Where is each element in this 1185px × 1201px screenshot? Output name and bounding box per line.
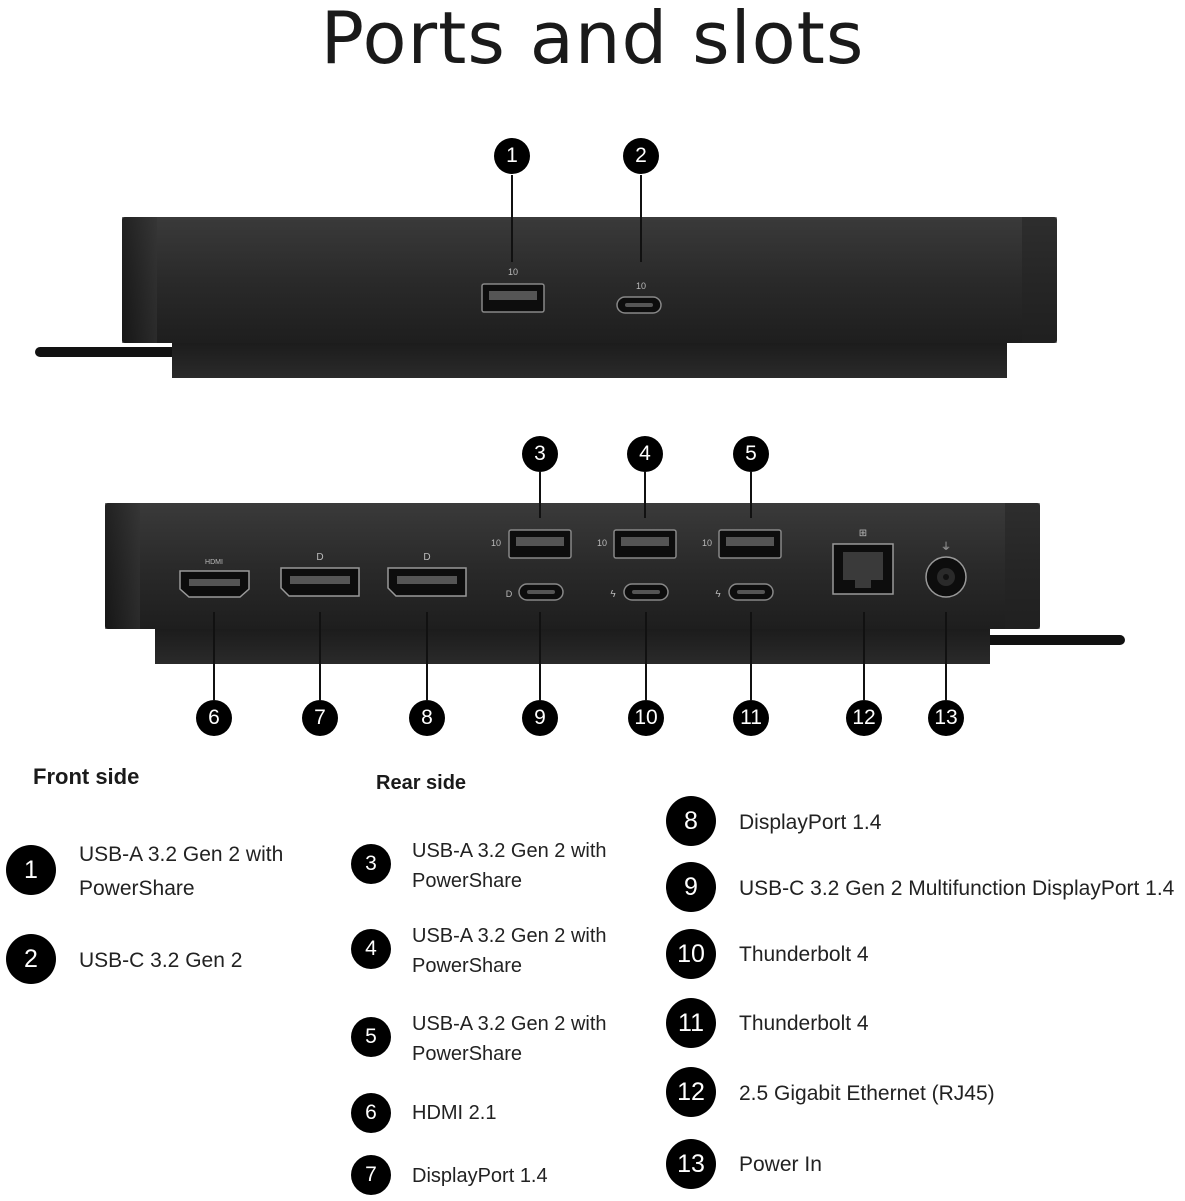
legend-badge-7: 7: [351, 1155, 391, 1195]
callout-13: 13: [928, 700, 964, 736]
legend-badge-2: 2: [6, 934, 56, 984]
rear-dock: HDMI D D 10 10: [105, 472, 1125, 700]
legend-item-10: Thunderbolt 4: [739, 943, 869, 966]
callout-9: 9: [522, 700, 558, 736]
rear-dock-base: [155, 624, 990, 664]
callout-4: 4: [627, 436, 663, 472]
legend-badge-10: 10: [666, 929, 716, 979]
legend-item-4: USB-A 3.2 Gen 2 with PowerShare: [412, 925, 607, 977]
legend-badge-11: 11: [666, 998, 716, 1048]
callout-5: 5: [733, 436, 769, 472]
front-usb-c-port: 10: [616, 281, 662, 314]
callout-1: 1: [494, 138, 530, 174]
legend-badge-4: 4: [351, 929, 391, 969]
rear-usb-a-port-3: 10: [491, 529, 572, 559]
usb-speed-label: 10: [508, 267, 518, 277]
front-usb-a-port: 10: [481, 267, 545, 313]
thunderbolt-icon: ϟ: [610, 589, 616, 600]
power-port: ⏚: [925, 541, 967, 598]
usb-speed-label: 10: [702, 538, 712, 548]
front-dock: 10 10: [35, 175, 1057, 378]
callout-11: 11: [733, 700, 769, 736]
power-plug-icon: ⏚: [941, 541, 951, 553]
legend-item-5: USB-A 3.2 Gen 2 with PowerShare: [412, 1013, 607, 1065]
displayport-port-7: D: [280, 552, 360, 597]
usb-speed-label: 10: [491, 538, 501, 548]
legend-item-11: Thunderbolt 4: [739, 1012, 869, 1035]
legend-item-6: HDMI 2.1: [412, 1102, 497, 1124]
legend-badge-6: 6: [351, 1093, 391, 1133]
front-section-title: Front side: [33, 764, 140, 789]
legend-badge-12: 12: [666, 1067, 716, 1117]
legend-badge-9: 9: [666, 862, 716, 912]
network-icon: ⊞: [859, 528, 867, 539]
rear-usb-a-port-4: 10: [597, 529, 677, 559]
callout-7: 7: [302, 700, 338, 736]
legend-item-1: USB-A 3.2 Gen 2 with PowerShare: [79, 843, 284, 900]
hdmi-port: HDMI: [179, 559, 250, 598]
callout-2: 2: [623, 138, 659, 174]
legend-badge-13: 13: [666, 1139, 716, 1189]
thunderbolt-port-11: ϟ: [715, 583, 774, 601]
dock-illustration: 10 10 HDMI: [35, 175, 1125, 700]
legend-item-7: DisplayPort 1.4: [412, 1165, 548, 1187]
displayport-port-8: D: [387, 552, 467, 597]
callout-6: 6: [196, 700, 232, 736]
callout-12: 12: [846, 700, 882, 736]
front-dock-base: [172, 338, 1007, 378]
ethernet-port: ⊞: [832, 528, 894, 595]
hdmi-label: HDMI: [205, 559, 223, 566]
legend-item-2: USB-C 3.2 Gen 2: [79, 949, 243, 972]
thunderbolt-port-10: ϟ: [610, 583, 669, 601]
thunderbolt-icon: ϟ: [715, 589, 721, 600]
callout-8: 8: [409, 700, 445, 736]
page-title: Ports and slots: [320, 0, 865, 80]
rear-dock-body: [105, 503, 1040, 629]
legend-item-13: Power In: [739, 1153, 822, 1176]
legend-badge-8: 8: [666, 796, 716, 846]
legend-item-8: DisplayPort 1.4: [739, 811, 882, 834]
rear-usb-c-dp-port-9: D: [506, 583, 564, 601]
callout-10: 10: [628, 700, 664, 736]
legend-badge-1: 1: [6, 845, 56, 895]
usb-speed-label: 10: [636, 281, 646, 291]
rear-section-title: Rear side: [376, 772, 467, 794]
legend-item-9: USB-C 3.2 Gen 2 Multifunction DisplayPor…: [739, 877, 1175, 900]
legend-item-3: USB-A 3.2 Gen 2 with PowerShare: [412, 840, 607, 892]
dp-logo-icon: D: [423, 552, 430, 563]
dp-logo-icon: D: [316, 552, 323, 563]
legend-badge-5: 5: [351, 1017, 391, 1057]
callout-3: 3: [522, 436, 558, 472]
legend-badge-3: 3: [351, 844, 391, 884]
front-dock-body: [122, 217, 1057, 343]
rear-usb-a-port-5: 10: [702, 529, 782, 559]
usb-speed-label: 10: [597, 538, 607, 548]
legend-item-12: 2.5 Gigabit Ethernet (RJ45): [739, 1082, 995, 1105]
dp-logo-icon: D: [506, 589, 513, 599]
